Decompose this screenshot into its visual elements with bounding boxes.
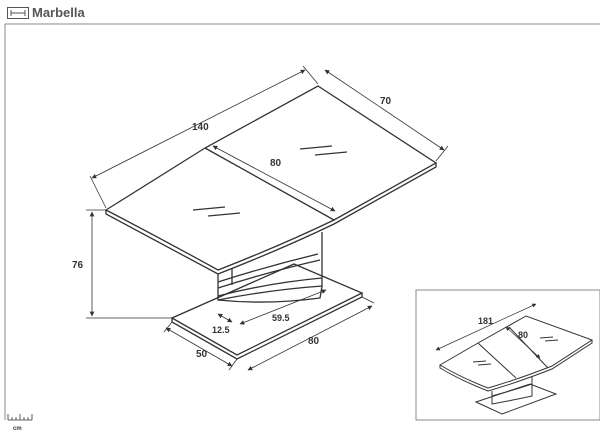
- ext-line: [302, 65, 319, 85]
- glass-mark: [314, 151, 348, 156]
- inset-leaf-line: [477, 342, 517, 379]
- base-plate-top: [170, 263, 364, 356]
- inset-tabletop: [439, 315, 594, 389]
- dim-label-base-depth: 50: [196, 349, 208, 360]
- ext-line: [228, 358, 238, 371]
- inset-dim-line-extension: [505, 326, 541, 359]
- dim-line-pillar-length: [239, 289, 327, 325]
- pedestal-band: [217, 253, 319, 283]
- scale-ruler: [7, 414, 33, 421]
- dim-line-pillar-depth: [217, 313, 233, 323]
- dim-label-depth: 70: [380, 96, 392, 107]
- dim-line-extension: [212, 145, 336, 212]
- ext-line: [89, 175, 107, 209]
- inset-base: [474, 383, 558, 415]
- ext-line: [361, 296, 375, 304]
- inset-extended-view: 181 80: [415, 289, 600, 421]
- inset-dim-label-extension: 80: [518, 330, 528, 340]
- glass-mark: [207, 212, 241, 217]
- inset-tabletop-edge: [439, 340, 593, 392]
- glass-mark: [544, 339, 559, 342]
- ext-line: [163, 321, 173, 333]
- inset-dim-label-length: 181: [478, 316, 493, 326]
- dim-line-depth: [324, 69, 445, 151]
- tabletop-outline: [104, 85, 438, 271]
- width-arrow-icon: [7, 7, 29, 19]
- scale-unit: cm: [13, 426, 22, 432]
- dim-label-pillar-length: 59.5: [272, 313, 290, 323]
- tabletop-edge: [105, 163, 437, 275]
- inset-dim-line-length: [435, 303, 537, 351]
- dim-line-length: [91, 69, 306, 179]
- dim-line-base-depth: [165, 327, 233, 367]
- glass-mark: [192, 206, 226, 211]
- dim-label-height: 76: [72, 260, 84, 271]
- dim-label-extension: 80: [270, 158, 282, 169]
- inset-frame: [415, 289, 600, 421]
- glass-mark: [477, 363, 492, 366]
- pedestal-bottom: [217, 285, 323, 303]
- dimension-lines: [86, 65, 449, 371]
- glass-mark: [299, 145, 333, 150]
- product-title: Marbella: [32, 5, 85, 20]
- glass-mark: [539, 336, 554, 339]
- dim-label-length: 140: [192, 122, 209, 133]
- pedestal-band: [217, 259, 321, 289]
- dim-label-base-length: 80: [308, 336, 320, 347]
- dim-label-pillar-depth: 12.5: [212, 325, 230, 335]
- glass-mark: [472, 360, 487, 363]
- inset-pedestal: [491, 376, 533, 405]
- ext-line: [435, 145, 449, 162]
- dim-line-base-length: [247, 305, 373, 371]
